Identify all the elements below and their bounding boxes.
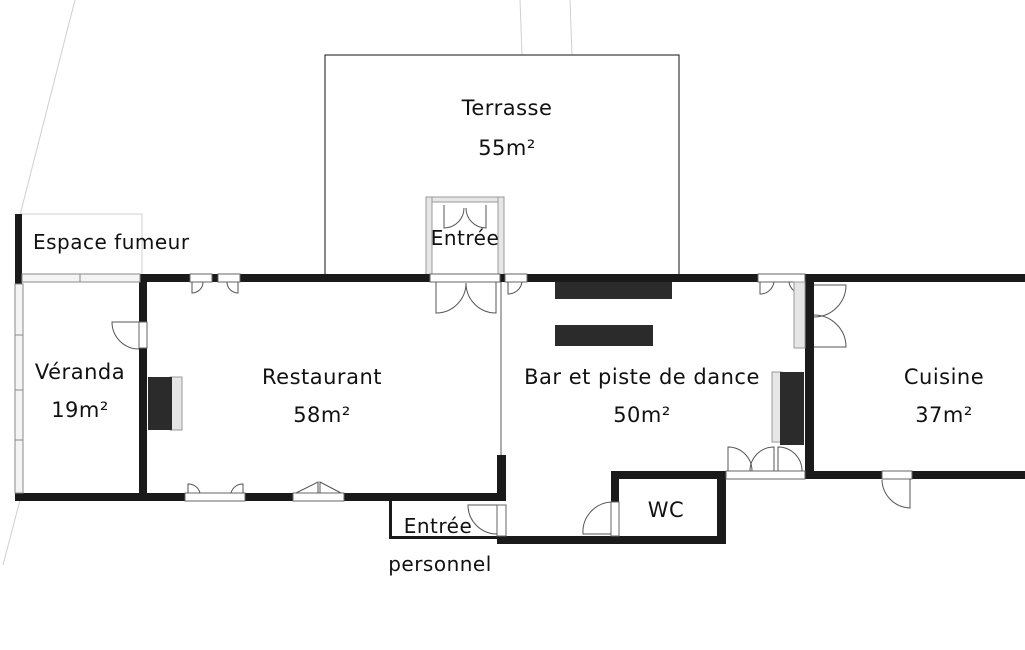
entree-name: Entrée: [431, 226, 500, 250]
walls: [15, 214, 1025, 544]
restaurant-name: Restaurant: [262, 365, 382, 389]
restaurant-area: 58m²: [293, 403, 351, 427]
cuisine-area: 37m²: [915, 403, 973, 427]
espace-fumeur-name: Espace fumeur: [33, 230, 190, 254]
entree-personnel-line1: Entrée: [404, 514, 473, 538]
construction-lines: [2, 0, 573, 566]
entree-vestibule: [425, 196, 505, 278]
veranda-area: 19m²: [51, 398, 109, 422]
bar-name: Bar et piste de dance: [524, 365, 760, 389]
wc-name: WC: [648, 498, 684, 522]
terrasse-area: 55m²: [478, 136, 536, 160]
terrasse-name: Terrasse: [461, 96, 553, 120]
entree-personnel-line2: personnel: [388, 552, 492, 576]
veranda-windows: [14, 273, 141, 494]
veranda-name: Véranda: [35, 360, 125, 384]
cuisine-name: Cuisine: [904, 365, 984, 389]
furniture: [148, 282, 804, 445]
room-labels: Terrasse 55m² Entrée Espace fumeur Véran…: [33, 96, 984, 576]
doors: [111, 273, 913, 537]
bar-area: 50m²: [613, 403, 671, 427]
